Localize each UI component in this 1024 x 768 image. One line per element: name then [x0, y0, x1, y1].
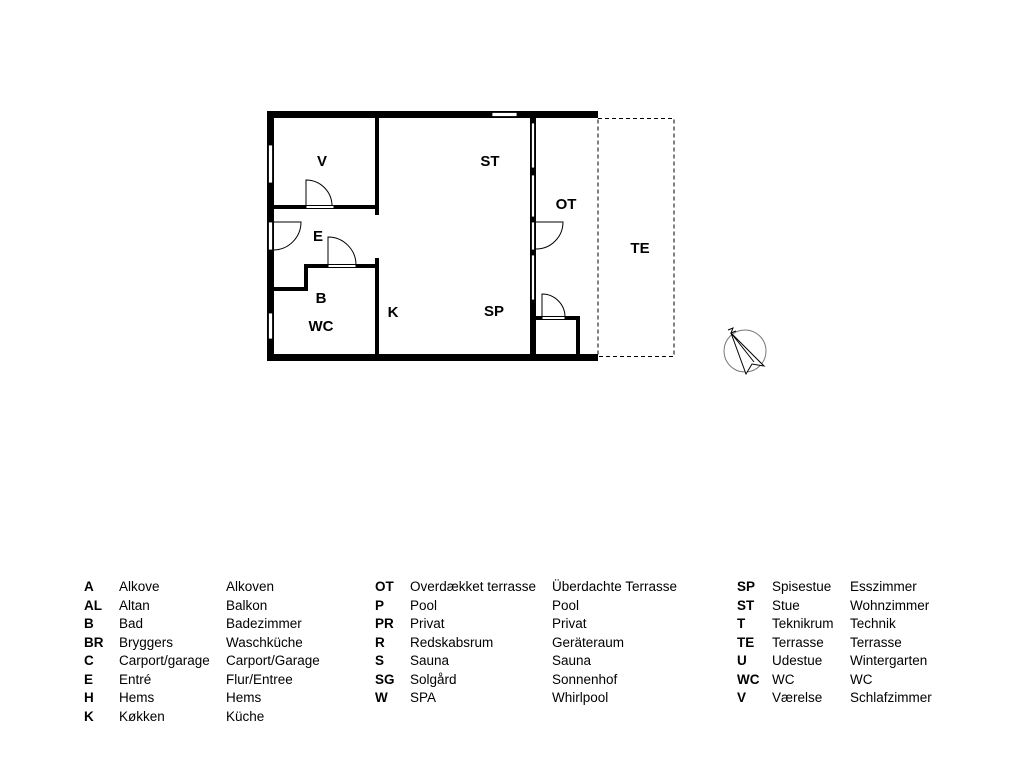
room-label-sp: SP [484, 303, 504, 320]
legend-danish: Køkken [119, 708, 165, 724]
legend-code: SG [375, 671, 395, 687]
legend-code: T [737, 616, 746, 631]
room-label-ot: OT [556, 196, 577, 213]
legend-german: Sauna [552, 653, 592, 668]
legend-german: Küche [226, 708, 265, 724]
room-label-st: ST [480, 153, 499, 170]
legend-german: Wintergarten [850, 653, 928, 668]
legend-german: Schlafzimmer [850, 690, 932, 705]
room-label-b: B [316, 290, 327, 307]
legend-german: Waschküche [226, 634, 303, 650]
legend-danish: SPA [410, 690, 437, 705]
legend-code: TE [737, 634, 755, 650]
legend-danish: Stue [772, 597, 800, 613]
legend-code: AL [84, 597, 102, 613]
compass-icon [723, 327, 767, 376]
legend-code: U [737, 653, 747, 668]
legend-danish: Hems [119, 690, 155, 705]
legend-german: Sonnenhof [552, 671, 618, 687]
legend-danish: Værelse [772, 690, 823, 705]
legend-german: Wohnzimmer [850, 597, 930, 613]
legend-code: ST [737, 597, 755, 613]
legend-german: Überdachte Terrasse [552, 579, 678, 594]
legend-german: Technik [850, 616, 896, 631]
legend-german: Privat [552, 616, 587, 631]
legend-code: K [84, 708, 94, 724]
legend-code: A [84, 579, 94, 594]
legend-german: Geräteraum [552, 634, 625, 650]
room-label-v: V [317, 153, 327, 170]
doors [272, 179, 566, 320]
legend-code: P [375, 597, 385, 613]
legend-danish: Privat [410, 616, 445, 631]
legend-code: W [375, 690, 388, 705]
legend-danish: Altan [119, 597, 150, 613]
legend-german: Pool [552, 597, 580, 613]
legend-danish: Spisestue [772, 579, 832, 594]
legend-danish: Carport/garage [119, 653, 210, 668]
legend-danish: Redskabsrum [410, 634, 494, 650]
legend-danish: Alkove [119, 579, 160, 594]
room-label-k: K [388, 304, 399, 321]
legend-german: Terrasse [850, 634, 902, 650]
legend-danish: WC [772, 671, 795, 687]
legend-code: SP [737, 579, 756, 594]
legend-danish: Pool [410, 597, 438, 613]
legend-danish: Solgård [410, 671, 457, 687]
legend-code: E [84, 671, 94, 687]
legend-danish: Overdækket terrasse [410, 579, 537, 594]
floor-plan: V ST OT TE E B WC K SP [267, 111, 767, 376]
legend-german: Flur/Entree [226, 671, 293, 687]
legend-german: Carport/Garage [226, 653, 320, 668]
room-label-te: TE [630, 240, 649, 257]
legend-code: WC [737, 671, 760, 687]
legend-german: Badezimmer [226, 616, 302, 631]
legend-code: OT [375, 579, 394, 594]
windows [268, 112, 535, 340]
legend-german: Esszimmer [850, 579, 917, 594]
legend-code: PR [375, 616, 394, 631]
legend-german: Hems [226, 690, 262, 705]
room-label-e: E [313, 228, 323, 245]
legend-danish: Bryggers [119, 634, 174, 650]
legend-code: S [375, 653, 385, 668]
room-label-wc: WC [309, 318, 334, 335]
legend-german: Whirlpool [552, 690, 609, 705]
legend-code: BR [84, 634, 104, 650]
legend-danish: Bad [119, 616, 144, 631]
legend-danish: Entré [119, 671, 152, 687]
legend-danish: Udestue [772, 653, 823, 668]
legend-code: C [84, 653, 94, 668]
legend-german: WC [850, 671, 873, 687]
legend-danish: Sauna [410, 653, 450, 668]
legend-danish: Teknikrum [772, 616, 834, 631]
legend-german: Balkon [226, 597, 268, 613]
legend-german: Alkoven [226, 579, 275, 594]
legend-code: H [84, 690, 94, 705]
legend-code: R [375, 634, 385, 650]
legend-danish: Terrasse [772, 634, 824, 650]
legend-code: B [84, 616, 94, 631]
legend-code: V [737, 690, 747, 705]
terrace-outline [597, 118, 675, 357]
